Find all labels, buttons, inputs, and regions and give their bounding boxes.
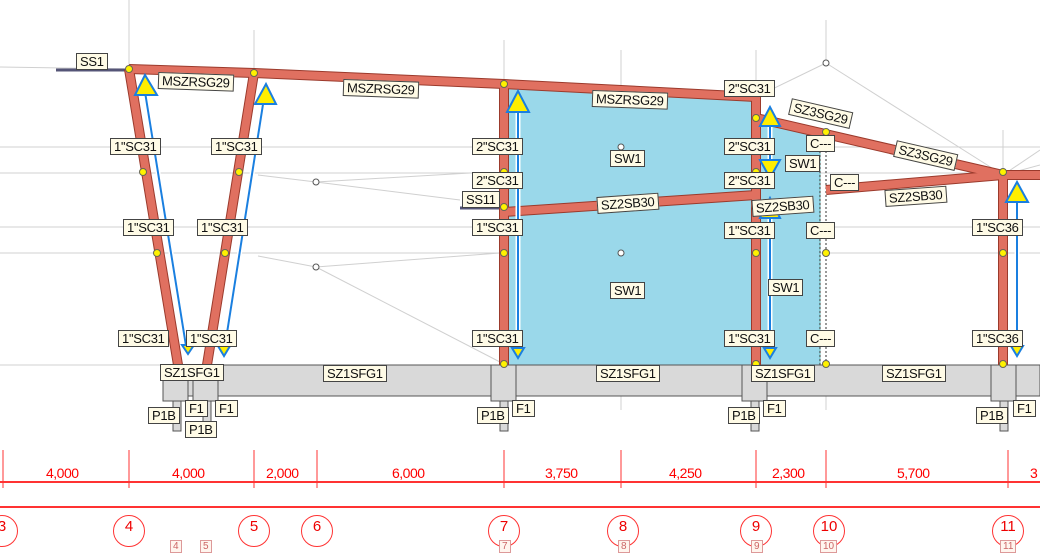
column-label[interactable]: 1''SC31 bbox=[110, 138, 161, 155]
dimension-value: 3 bbox=[1030, 465, 1038, 481]
dimension-value: 3,750 bbox=[545, 465, 578, 481]
wall-label[interactable]: SW1 bbox=[768, 279, 804, 296]
dimension-value: 4,000 bbox=[46, 465, 79, 481]
column-label[interactable]: 1''SC31 bbox=[123, 219, 174, 236]
sub-axis-tag: 10 bbox=[820, 540, 838, 553]
pile-label[interactable]: P1B bbox=[976, 407, 1008, 424]
dimension-value: 5,700 bbox=[897, 465, 930, 481]
dimension-value: 2,300 bbox=[772, 465, 805, 481]
footing-label[interactable]: F1 bbox=[1013, 400, 1036, 417]
column-label[interactable]: 1''SC31 bbox=[118, 330, 169, 347]
dimension-value: 4,250 bbox=[669, 465, 702, 481]
sub-axis-tag: 11 bbox=[1000, 540, 1017, 553]
foundation-label[interactable]: SZ1SFG1 bbox=[751, 365, 815, 382]
column-label[interactable]: 1''SC31 bbox=[472, 219, 523, 236]
footing-label[interactable]: F1 bbox=[215, 400, 238, 417]
pile-label[interactable]: P1B bbox=[148, 407, 180, 424]
column-label[interactable]: 2''SC31 bbox=[724, 172, 775, 189]
sub-axis-tag: 5 bbox=[200, 540, 212, 553]
brace-label[interactable]: C--- bbox=[806, 330, 836, 347]
brace-label[interactable]: C--- bbox=[830, 174, 860, 191]
pile-label[interactable]: P1B bbox=[477, 407, 509, 424]
dimension-lines bbox=[0, 450, 1040, 508]
footing-label[interactable]: F1 bbox=[185, 400, 208, 417]
member-label[interactable]: SS11 bbox=[462, 191, 500, 208]
dimension-value: 4,000 bbox=[172, 465, 205, 481]
wall-label[interactable]: SW1 bbox=[785, 155, 821, 172]
node-points[interactable] bbox=[125, 65, 1007, 368]
pile-label[interactable]: P1B bbox=[728, 407, 760, 424]
column-label[interactable]: 1''SC36 bbox=[972, 330, 1023, 347]
foundation-label[interactable]: SZ1SFG1 bbox=[160, 364, 224, 381]
foundation-label[interactable]: SZ1SFG1 bbox=[596, 365, 660, 382]
foundation-label[interactable]: SZ1SFG1 bbox=[882, 365, 946, 382]
dimension-value: 2,000 bbox=[266, 465, 299, 481]
axis-marker[interactable]: 6 bbox=[301, 515, 333, 547]
footing-label[interactable]: F1 bbox=[763, 400, 786, 417]
column-label[interactable]: 1''SC31 bbox=[724, 330, 775, 347]
column-label[interactable]: 1''SC36 bbox=[972, 219, 1023, 236]
beam-label[interactable]: MSZRSG29 bbox=[342, 79, 419, 99]
brace-label[interactable]: C--- bbox=[806, 135, 836, 152]
sub-axis-tag: 8 bbox=[618, 540, 630, 553]
column-label[interactable]: 1''SC31 bbox=[724, 222, 775, 239]
beam-label[interactable]: MSZRSG29 bbox=[591, 90, 668, 110]
foundation-label[interactable]: SZ1SFG1 bbox=[323, 365, 387, 382]
axis-marker[interactable]: 5 bbox=[238, 515, 270, 547]
axis-marker[interactable]: 4 bbox=[113, 515, 145, 547]
pile-label[interactable]: P1B bbox=[185, 421, 217, 438]
sub-axis-tag: 9 bbox=[751, 540, 763, 553]
brace-label[interactable]: C--- bbox=[806, 222, 836, 239]
beam-label[interactable]: MSZRSG29 bbox=[157, 72, 234, 92]
column-label[interactable]: 1''SC31 bbox=[186, 330, 237, 347]
column-label[interactable]: 2''SC31 bbox=[724, 138, 775, 155]
wall-label[interactable]: SW1 bbox=[610, 150, 646, 167]
sub-axis-tag: 4 bbox=[170, 540, 182, 553]
reference-points bbox=[312, 59, 830, 271]
column-label[interactable]: 2''SC31 bbox=[472, 172, 523, 189]
column-label[interactable]: 1''SC31 bbox=[197, 219, 248, 236]
column-label[interactable]: 2''SC31 bbox=[724, 80, 775, 97]
sub-axis-tag: 7 bbox=[499, 540, 511, 553]
footing-label[interactable]: F1 bbox=[512, 400, 535, 417]
member-label[interactable]: SS1 bbox=[76, 53, 108, 70]
wall-label[interactable]: SW1 bbox=[610, 282, 646, 299]
shear-wall[interactable] bbox=[503, 85, 757, 366]
column-label[interactable]: 1''SC31 bbox=[211, 138, 262, 155]
column-label[interactable]: 2''SC31 bbox=[472, 138, 523, 155]
dimension-value: 6,000 bbox=[392, 465, 425, 481]
column-label[interactable]: 1''SC31 bbox=[472, 330, 523, 347]
